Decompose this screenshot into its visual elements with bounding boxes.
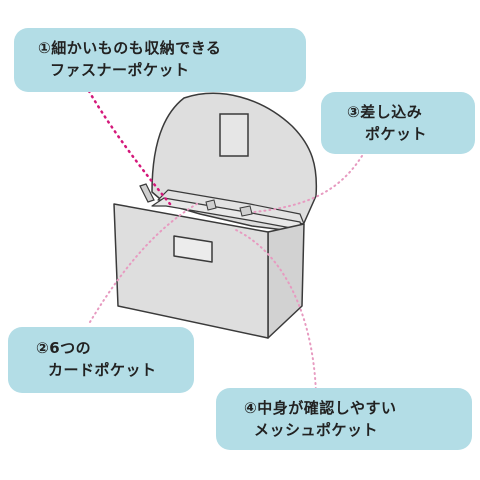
bag-clasp bbox=[139, 183, 155, 203]
callout-zipper-pocket-line1: ①細かいものも収納できる bbox=[38, 39, 222, 57]
leader-card-pockets bbox=[89, 201, 201, 323]
callout-card-pockets-line2: カードポケット bbox=[48, 361, 157, 379]
callout-mesh-pocket-line2: メッシュポケット bbox=[254, 421, 379, 439]
callout-slip-pocket-line1: ③差し込み bbox=[347, 103, 423, 121]
bag-side-panel bbox=[267, 223, 305, 339]
callout-mesh-pocket-line1: ④中身が確認しやすい bbox=[244, 399, 397, 417]
callout-card-pockets: ②6つの カードポケット bbox=[8, 327, 194, 393]
front-label-window bbox=[173, 235, 213, 263]
callout-zipper-pocket-line2: ファスナーポケット bbox=[50, 61, 190, 79]
callout-mesh-pocket: ④中身が確認しやすい メッシュポケット bbox=[216, 388, 472, 450]
bag-front bbox=[113, 203, 269, 339]
flap-label-window bbox=[219, 113, 249, 157]
divider-tab bbox=[205, 199, 217, 211]
callout-slip-pocket-line2: ポケット bbox=[365, 125, 428, 143]
callout-zipper-pocket: ①細かいものも収納できる ファスナーポケット bbox=[14, 28, 306, 92]
callout-card-pockets-line1: ②6つの bbox=[36, 339, 92, 357]
divider-tab-right bbox=[239, 205, 253, 217]
leader-zipper-pocket bbox=[84, 84, 172, 206]
callout-slip-pocket: ③差し込み ポケット bbox=[321, 92, 475, 154]
